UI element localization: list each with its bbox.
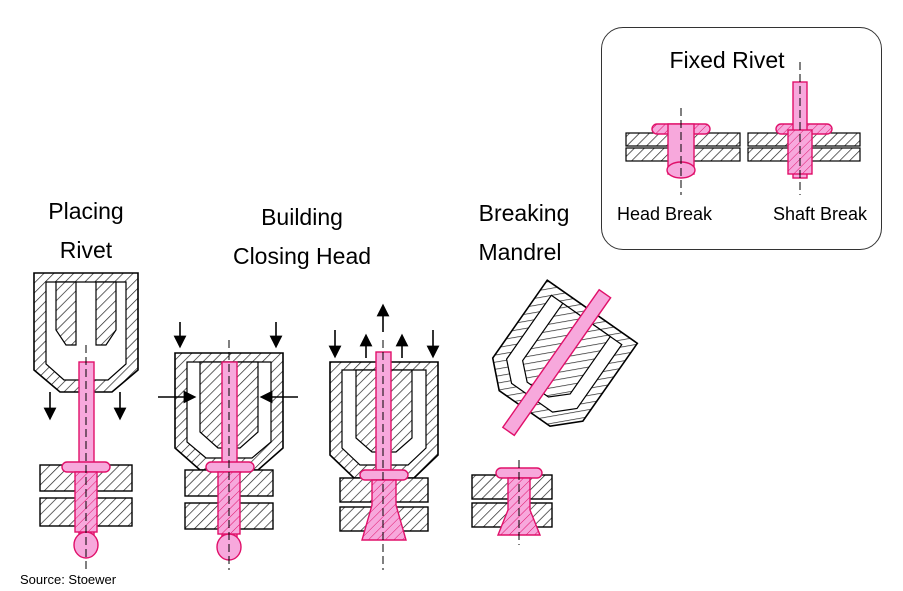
label-rivet: Rivet	[59, 237, 113, 263]
rivet-head	[205, 461, 255, 473]
stage-breaking-mandrel	[471, 279, 639, 545]
label-head-break: Head Break	[617, 204, 713, 224]
broken-mandrel	[501, 288, 612, 437]
head-break-diagram	[625, 108, 741, 195]
source-caption: Source: Stoewer	[20, 572, 117, 587]
stage-building-head-b	[328, 303, 440, 570]
stage-placing-rivet	[33, 272, 139, 570]
rivet-head	[359, 469, 409, 481]
jaw-left	[55, 281, 77, 346]
label-closing-head: Closing Head	[232, 243, 372, 269]
label-placing: Placing	[48, 198, 124, 224]
label-building: Building	[261, 204, 343, 230]
label-mandrel: Mandrel	[478, 239, 562, 265]
inset-title: Fixed Rivet	[669, 47, 785, 73]
fixed-rivet-inset	[601, 27, 882, 250]
jaw-right	[95, 281, 117, 346]
closing-head	[361, 479, 407, 541]
label-shaft-break: Shaft Break	[773, 204, 868, 224]
set-rivet	[496, 477, 542, 536]
label-breaking: Breaking	[478, 200, 570, 226]
stage-building-head-a	[158, 322, 298, 570]
shaft-break-diagram	[747, 62, 861, 195]
